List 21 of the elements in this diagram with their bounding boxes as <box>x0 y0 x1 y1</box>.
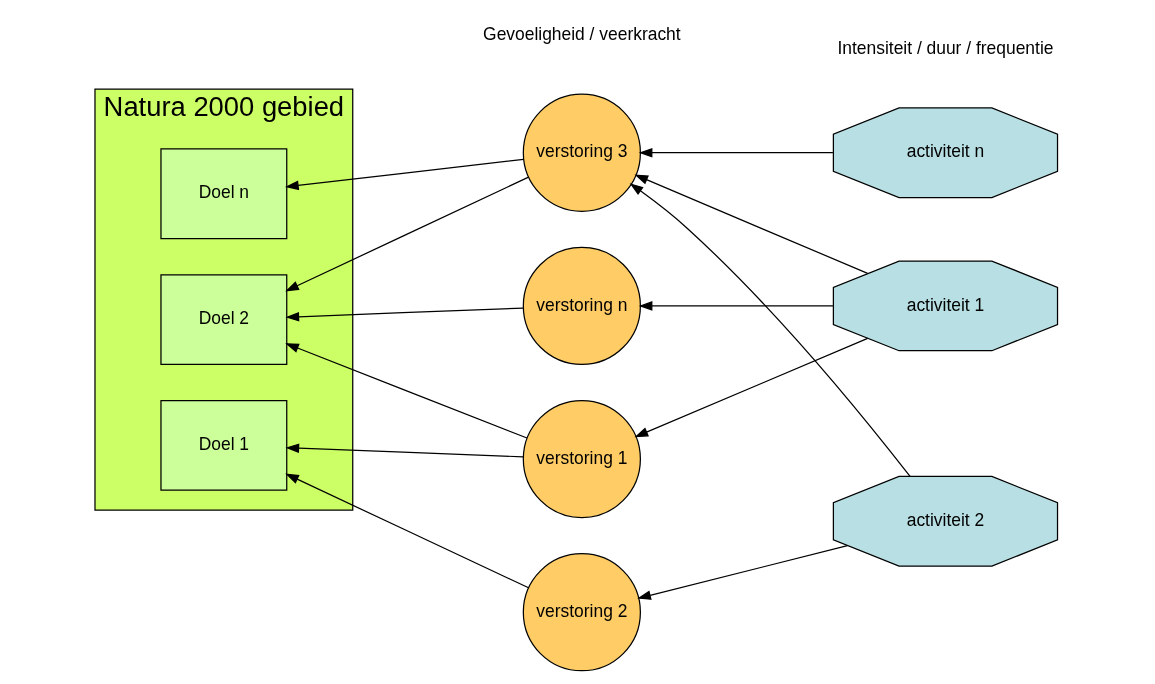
node-circle: verstoring 2 <box>522 553 641 672</box>
label: Intensiteit / duur / frequentie <box>837 37 1054 58</box>
arrow <box>285 158 525 191</box>
arrow <box>285 473 530 589</box>
arrow <box>634 174 869 275</box>
arrow <box>638 301 834 311</box>
node-circle: verstoring 1 <box>522 399 641 519</box>
arrow <box>634 337 869 438</box>
arrow <box>285 176 530 292</box>
label: Gevoeligheid / veerkracht <box>483 24 681 45</box>
node-box: Doel 2 <box>160 274 288 366</box>
arrow <box>285 307 524 322</box>
node-box: Doel 1 <box>160 399 288 491</box>
node-circle: verstoring 3 <box>522 93 641 212</box>
arrow <box>285 343 528 439</box>
arrow <box>285 443 524 458</box>
node-box: Doel n <box>160 148 288 240</box>
arrow <box>638 147 834 158</box>
arrow <box>637 545 849 600</box>
node-circle: verstoring n <box>522 246 641 366</box>
arrow <box>629 183 911 478</box>
